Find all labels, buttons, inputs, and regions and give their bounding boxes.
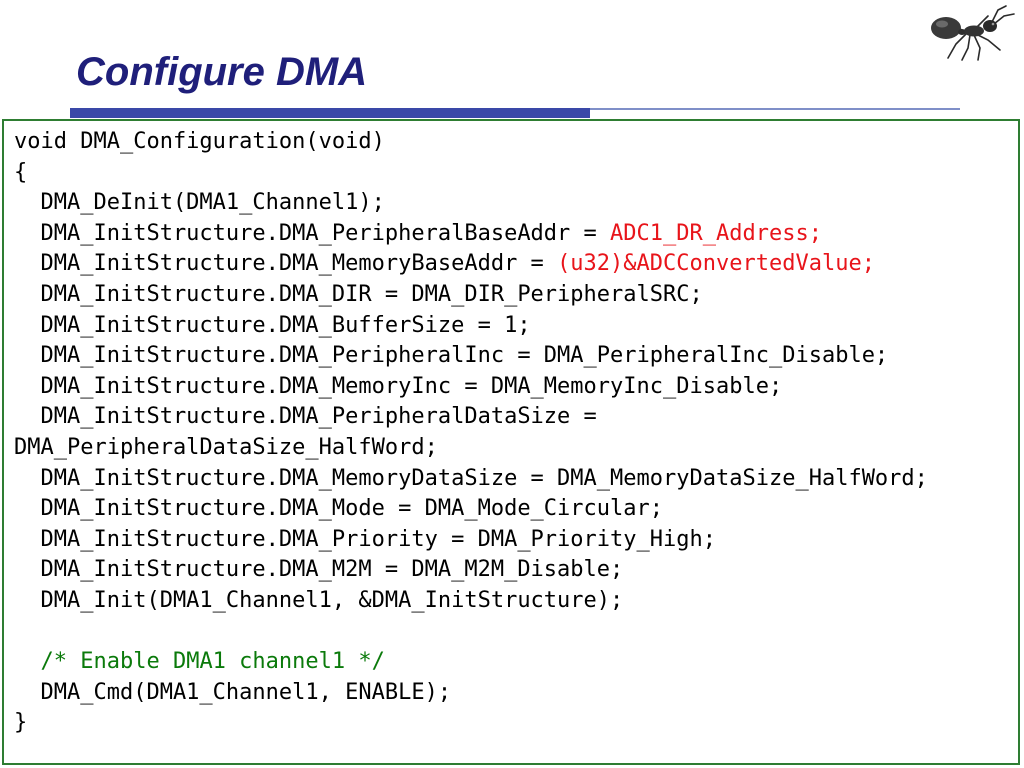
code-line: DMA_PeripheralDataSize_HalfWord; [14, 433, 1014, 464]
code-text: { [14, 159, 28, 185]
ant-icon [931, 5, 1015, 61]
code-line: DMA_InitStructure.DMA_Priority = DMA_Pri… [14, 525, 1014, 556]
code-comment: /* Enable DMA1 channel1 */ [40, 649, 385, 675]
code-line: } [14, 708, 1014, 739]
code-text: DMA_InitStructure.DMA_M2M = DMA_M2M_Disa… [14, 557, 624, 583]
code-text: DMA_InitStructure.DMA_MemoryInc = DMA_Me… [14, 373, 783, 399]
code-line: { [14, 158, 1014, 189]
code-line: DMA_InitStructure.DMA_Mode = DMA_Mode_Ci… [14, 494, 1014, 525]
code-line: /* Enable DMA1 channel1 */ [14, 647, 1014, 678]
slide-title: Configure DMA [76, 50, 368, 94]
code-line: DMA_InitStructure.DMA_BufferSize = 1; [14, 311, 1014, 342]
code-line: DMA_Init(DMA1_Channel1, &DMA_InitStructu… [14, 586, 1014, 617]
code-line: DMA_InitStructure.DMA_PeripheralDataSize… [14, 402, 1014, 433]
code-text: DMA_InitStructure.DMA_DIR = DMA_DIR_Peri… [14, 281, 703, 307]
title-underline-thin [590, 108, 960, 110]
code-highlight: (u32)&ADCConvertedValue; [557, 251, 875, 277]
code-line: DMA_DeInit(DMA1_Channel1); [14, 188, 1014, 219]
code-line: DMA_InitStructure.DMA_M2M = DMA_M2M_Disa… [14, 555, 1014, 586]
code-text: DMA_InitStructure.DMA_PeripheralBaseAddr… [14, 220, 611, 246]
code-text: DMA_InitStructure.DMA_Priority = DMA_Pri… [14, 526, 716, 552]
code-text: } [14, 710, 28, 736]
code-line: DMA_InitStructure.DMA_MemoryInc = DMA_Me… [14, 372, 1014, 403]
code-line [14, 617, 1014, 648]
code-line: DMA_InitStructure.DMA_MemoryDataSize = D… [14, 464, 1014, 495]
code-listing: void DMA_Configuration(void) { DMA_DeInit… [14, 127, 1014, 739]
code-line: DMA_InitStructure.DMA_MemoryBaseAddr = (… [14, 249, 1014, 280]
code-text [14, 649, 41, 674]
code-text: DMA_InitStructure.DMA_MemoryDataSize = D… [14, 465, 928, 491]
code-text: DMA_PeripheralDataSize_HalfWord; [14, 434, 438, 460]
code-line: DMA_InitStructure.DMA_PeripheralBaseAddr… [14, 219, 1014, 250]
code-line: DMA_InitStructure.DMA_PeripheralInc = DM… [14, 341, 1014, 372]
code-line: DMA_InitStructure.DMA_DIR = DMA_DIR_Peri… [14, 280, 1014, 311]
code-text: DMA_InitStructure.DMA_PeripheralDataSize… [14, 404, 597, 430]
code-highlight: ADC1_DR_Address; [610, 220, 822, 246]
code-text: DMA_Cmd(DMA1_Channel1, ENABLE); [14, 679, 452, 705]
title-underline-thick [70, 108, 590, 118]
code-text: void DMA_Configuration(void) [14, 129, 385, 154]
code-text: DMA_InitStructure.DMA_Mode = DMA_Mode_Ci… [14, 496, 664, 522]
code-block: void DMA_Configuration(void) { DMA_DeInit… [2, 119, 1020, 765]
code-text: DMA_Init(DMA1_Channel1, &DMA_InitStructu… [14, 587, 624, 613]
code-text: DMA_InitStructure.DMA_BufferSize = 1; [14, 312, 531, 338]
code-text: DMA_DeInit(DMA1_Channel1); [14, 190, 385, 216]
code-line: DMA_Cmd(DMA1_Channel1, ENABLE); [14, 678, 1014, 709]
code-text: DMA_InitStructure.DMA_PeripheralInc = DM… [14, 343, 889, 369]
code-text: DMA_InitStructure.DMA_MemoryBaseAddr = [14, 251, 558, 277]
code-line: void DMA_Configuration(void) [14, 127, 1014, 158]
